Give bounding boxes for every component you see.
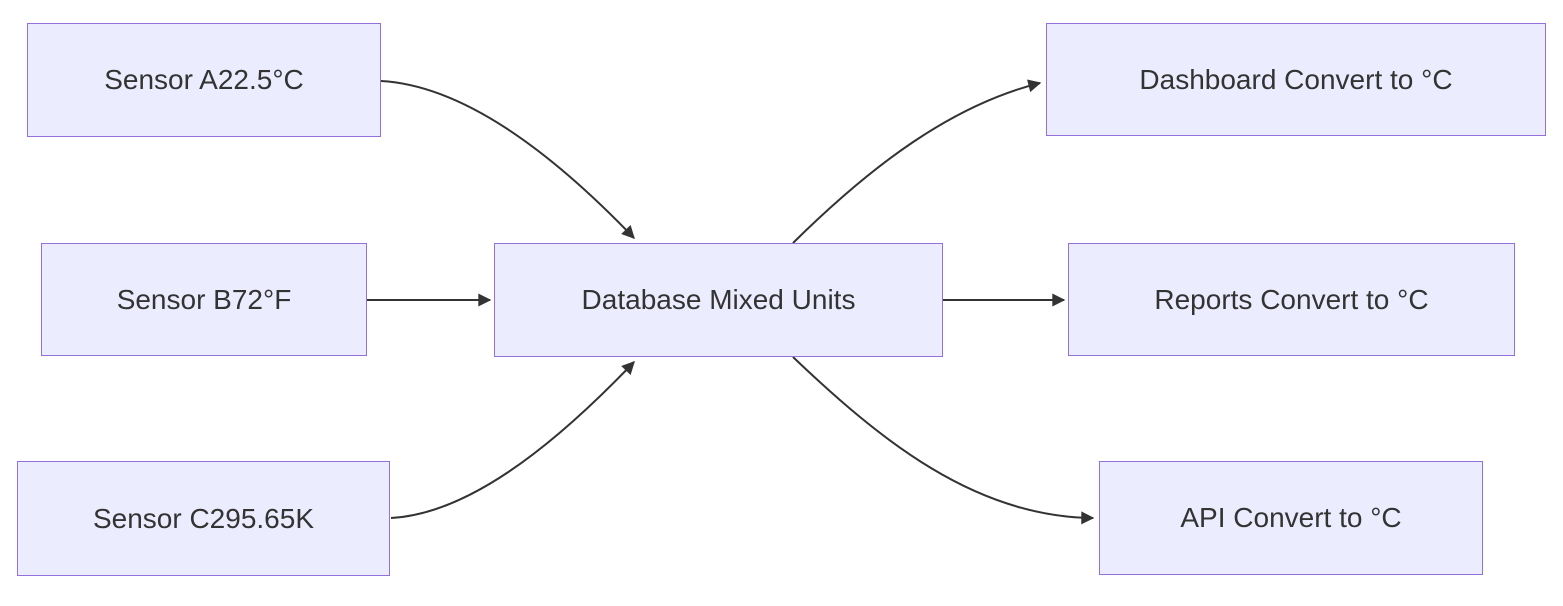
node-sensor-b-label: Sensor B72°F <box>116 283 292 315</box>
node-sensor-b: Sensor B72°F <box>41 243 367 356</box>
node-sensor-c: Sensor C295.65K <box>17 461 390 576</box>
node-sensor-c-label: Sensor C295.65K <box>92 502 315 534</box>
node-sensor-a: Sensor A22.5°C <box>27 23 381 137</box>
edge-database-to-api <box>792 356 1095 525</box>
node-dashboard-label: Dashboard Convert to °C <box>1139 63 1453 95</box>
node-database-label: Database Mixed Units <box>581 284 856 316</box>
edge-sensor-c-to-database <box>390 361 635 519</box>
node-database: Database Mixed Units <box>494 243 943 357</box>
node-reports: Reports Convert to °C <box>1068 243 1515 356</box>
edge-database-to-dashboard <box>792 79 1042 244</box>
edge-sensor-a-to-database <box>380 80 635 239</box>
node-api-label: API Convert to °C <box>1180 502 1402 534</box>
node-reports-label: Reports Convert to °C <box>1154 283 1429 315</box>
node-dashboard: Dashboard Convert to °C <box>1046 23 1546 136</box>
node-api: API Convert to °C <box>1099 461 1483 575</box>
node-sensor-a-label: Sensor A22.5°C <box>104 64 304 96</box>
